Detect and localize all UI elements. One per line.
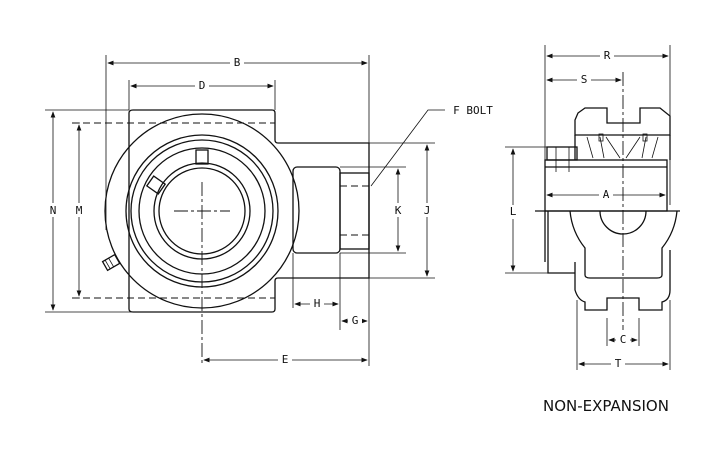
label-L: L [510, 205, 517, 218]
label-C: C [620, 333, 627, 346]
bolt-head [546, 146, 578, 161]
caption-non-expansion: NON-EXPANSION [543, 397, 669, 415]
boss [292, 166, 341, 254]
label-N: N [50, 204, 57, 217]
rollers [586, 136, 659, 159]
lower-body [569, 210, 678, 279]
label-M: M [76, 204, 83, 217]
label-S: S [581, 73, 588, 86]
label-B: B [234, 56, 241, 69]
set-screw-left [145, 175, 167, 195]
side-view: R S A L C T NON-EXPANSION [505, 45, 680, 415]
label-G: G [352, 314, 359, 327]
front-view: B D N M K J H G E F BOLT [45, 55, 493, 366]
grease-fitting-icon [101, 253, 121, 272]
housing-outline [128, 109, 370, 313]
label-A: A [603, 188, 610, 201]
label-R: R [604, 49, 611, 62]
label-F-bolt: F BOLT [453, 104, 493, 117]
set-screw-top [195, 149, 209, 165]
label-E: E [282, 353, 289, 366]
hatched-housing-section [574, 107, 671, 136]
label-K: K [395, 204, 402, 217]
label-T: T [615, 357, 622, 370]
label-J: J [424, 204, 431, 217]
f-bolt-leader [370, 109, 445, 187]
label-H: H [314, 297, 321, 310]
label-D: D [199, 79, 206, 92]
bolt-hole [339, 172, 370, 250]
